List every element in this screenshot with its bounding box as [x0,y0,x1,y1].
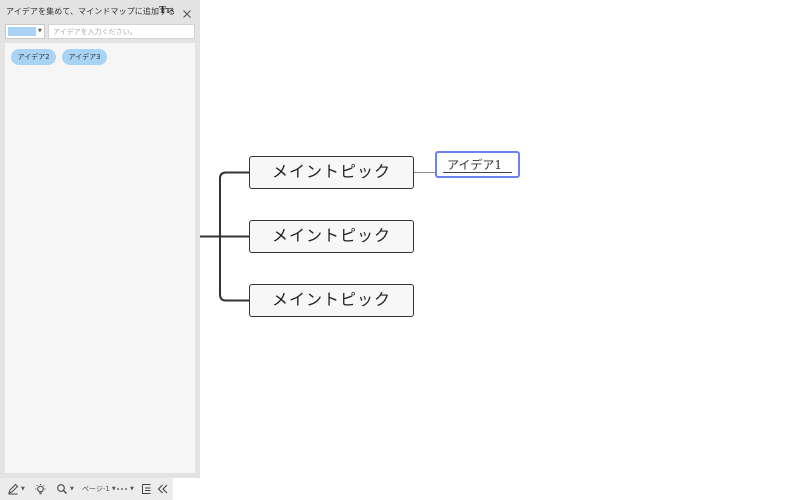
bottom-toolbar: ▼ ▼ ページ-1 ▼ ▼ [0,478,173,500]
lightbulb-icon [35,483,46,494]
brainstorm-tool-button[interactable] [34,478,47,500]
outline-icon [142,484,151,494]
subtopic-selected[interactable]: アイデア1 [435,151,520,178]
main-topic[interactable]: メイントピック [249,220,414,253]
subtopic-label: アイデア1 [447,158,503,172]
main-topic[interactable]: メイントピック [249,156,414,189]
mindmap-canvas[interactable]: メイントピック メイントピック メイントピック アイデア1 [200,0,800,500]
chevron-down-icon: ▼ [38,28,42,34]
chevron-down-icon: ▼ [21,486,25,492]
idea-input-row: ▼ [5,24,195,39]
magnifier-icon [57,484,67,494]
main-topic[interactable]: メイントピック [249,284,414,317]
idea-chip[interactable]: アイデア2 [11,49,56,65]
panel-header: アイデアを集めて、マインドマップに追加する TT▾ [0,0,200,22]
text-style-icon[interactable]: TT▾ [159,6,174,16]
more-icon [117,488,127,490]
panel-title: アイデアを集めて、マインドマップに追加する [6,7,176,16]
idea-input[interactable] [48,24,195,39]
chevron-down-icon: ▼ [70,486,74,492]
ideas-area: アイデア2 アイデア3 [5,43,195,473]
connector-lines [200,171,435,302]
brainstorm-panel: アイデアを集めて、マインドマップに追加する TT▾ ▼ アイデア2 アイデア3 [0,0,200,478]
text-edit-underline [443,172,512,173]
color-swatch [8,27,36,36]
pen-icon [8,483,19,495]
more-menu-button[interactable]: ▼ [116,478,134,500]
close-icon[interactable] [181,5,193,18]
idea-chip[interactable]: アイデア3 [62,49,107,65]
page-selector[interactable]: ページ-1 ▼ [82,478,116,500]
color-picker[interactable]: ▼ [5,24,45,39]
collapse-panel-button[interactable] [157,478,168,500]
zoom-tool-button[interactable]: ▼ [56,478,74,500]
double-chevron-left-icon [157,484,168,494]
chevron-down-icon: ▼ [111,486,116,492]
chevron-down-icon: ▼ [130,486,134,492]
pen-tool-button[interactable]: ▼ [7,478,25,500]
page-label: ページ-1 [82,485,110,493]
outline-view-button[interactable] [141,478,152,500]
